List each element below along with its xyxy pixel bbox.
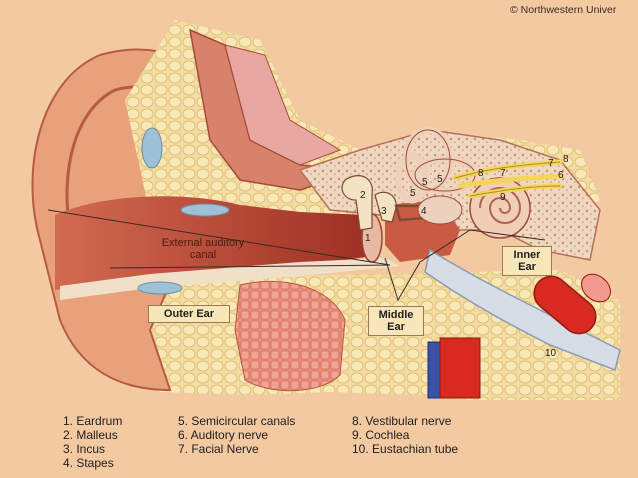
legend-item-10: 10. Eustachian tube <box>352 442 459 456</box>
inner-ear-label: Inner Ear <box>502 246 552 276</box>
legend-item-4: 4. Stapes <box>63 456 114 470</box>
canal-label-line-1: External auditory <box>161 237 245 249</box>
callout-6: 6 <box>558 170 564 181</box>
skin-layer-2 <box>224 44 342 166</box>
middle-ear-label-line-2: Ear <box>387 321 405 333</box>
parotid-muscle <box>234 280 346 392</box>
callout-2: 2 <box>360 190 366 201</box>
legend-item-5: 5. Semicircular canals <box>178 414 296 428</box>
callout-lines <box>47 209 546 302</box>
incus <box>374 191 397 223</box>
carotid-artery <box>533 273 611 335</box>
canal-label-line-2: canal <box>189 249 217 261</box>
middle-ear-label-line-1: Middle <box>378 309 414 321</box>
jugular-vessels <box>427 337 481 399</box>
vestibule <box>417 195 463 225</box>
legend-column-3: 8. Vestibular nerve 9. Cochlea 10. Eusta… <box>352 414 458 456</box>
legend-item-7: 7. Facial Nerve <box>178 442 259 456</box>
legend-item-3: 3. Incus <box>63 442 106 456</box>
legend-item-9: 9. Cochlea <box>352 428 410 442</box>
callout-8b: 8 <box>563 154 569 165</box>
legend-item-1: 1. Eardrum <box>63 414 123 428</box>
callout-10: 10 <box>545 348 557 359</box>
callout-7a: 7 <box>500 168 506 179</box>
malleus <box>341 175 373 231</box>
legend-column-2: 5. Semicircular canals 6. Auditory nerve… <box>178 414 295 456</box>
external-auditory-canal <box>55 196 380 290</box>
copyright-notice: © Northwestern Univer <box>510 4 617 16</box>
inner-ear-label-line-2: Ear <box>518 261 536 273</box>
middle-ear-label: Middle Ear <box>368 306 424 336</box>
callout-7b: 7 <box>548 158 554 169</box>
callout-5c: 5 <box>437 174 443 185</box>
callout-4: 4 <box>421 206 427 217</box>
glands <box>137 127 230 295</box>
inner-ear-label-line-1: Inner <box>513 249 541 261</box>
legend-item-6: 6. Auditory nerve <box>178 428 269 442</box>
callout-3: 3 <box>381 206 387 217</box>
legend-column-1: 1. Eardrum 2. Malleus 3. Incus 4. Stapes <box>63 414 122 470</box>
legend-item-2: 2. Malleus <box>63 428 118 442</box>
callout-9: 9 <box>500 192 506 203</box>
callout-1: 1 <box>365 233 371 244</box>
external-auditory-canal-label: External auditory canal <box>148 237 258 261</box>
legend-item-8: 8. Vestibular nerve <box>352 414 452 428</box>
callout-8a: 8 <box>478 168 484 179</box>
callout-5b: 5 <box>422 177 428 188</box>
eustachian-tube <box>424 248 621 372</box>
outer-ear-label: Outer Ear <box>148 305 230 323</box>
callout-5a: 5 <box>410 188 416 199</box>
canal-floor <box>60 258 400 300</box>
